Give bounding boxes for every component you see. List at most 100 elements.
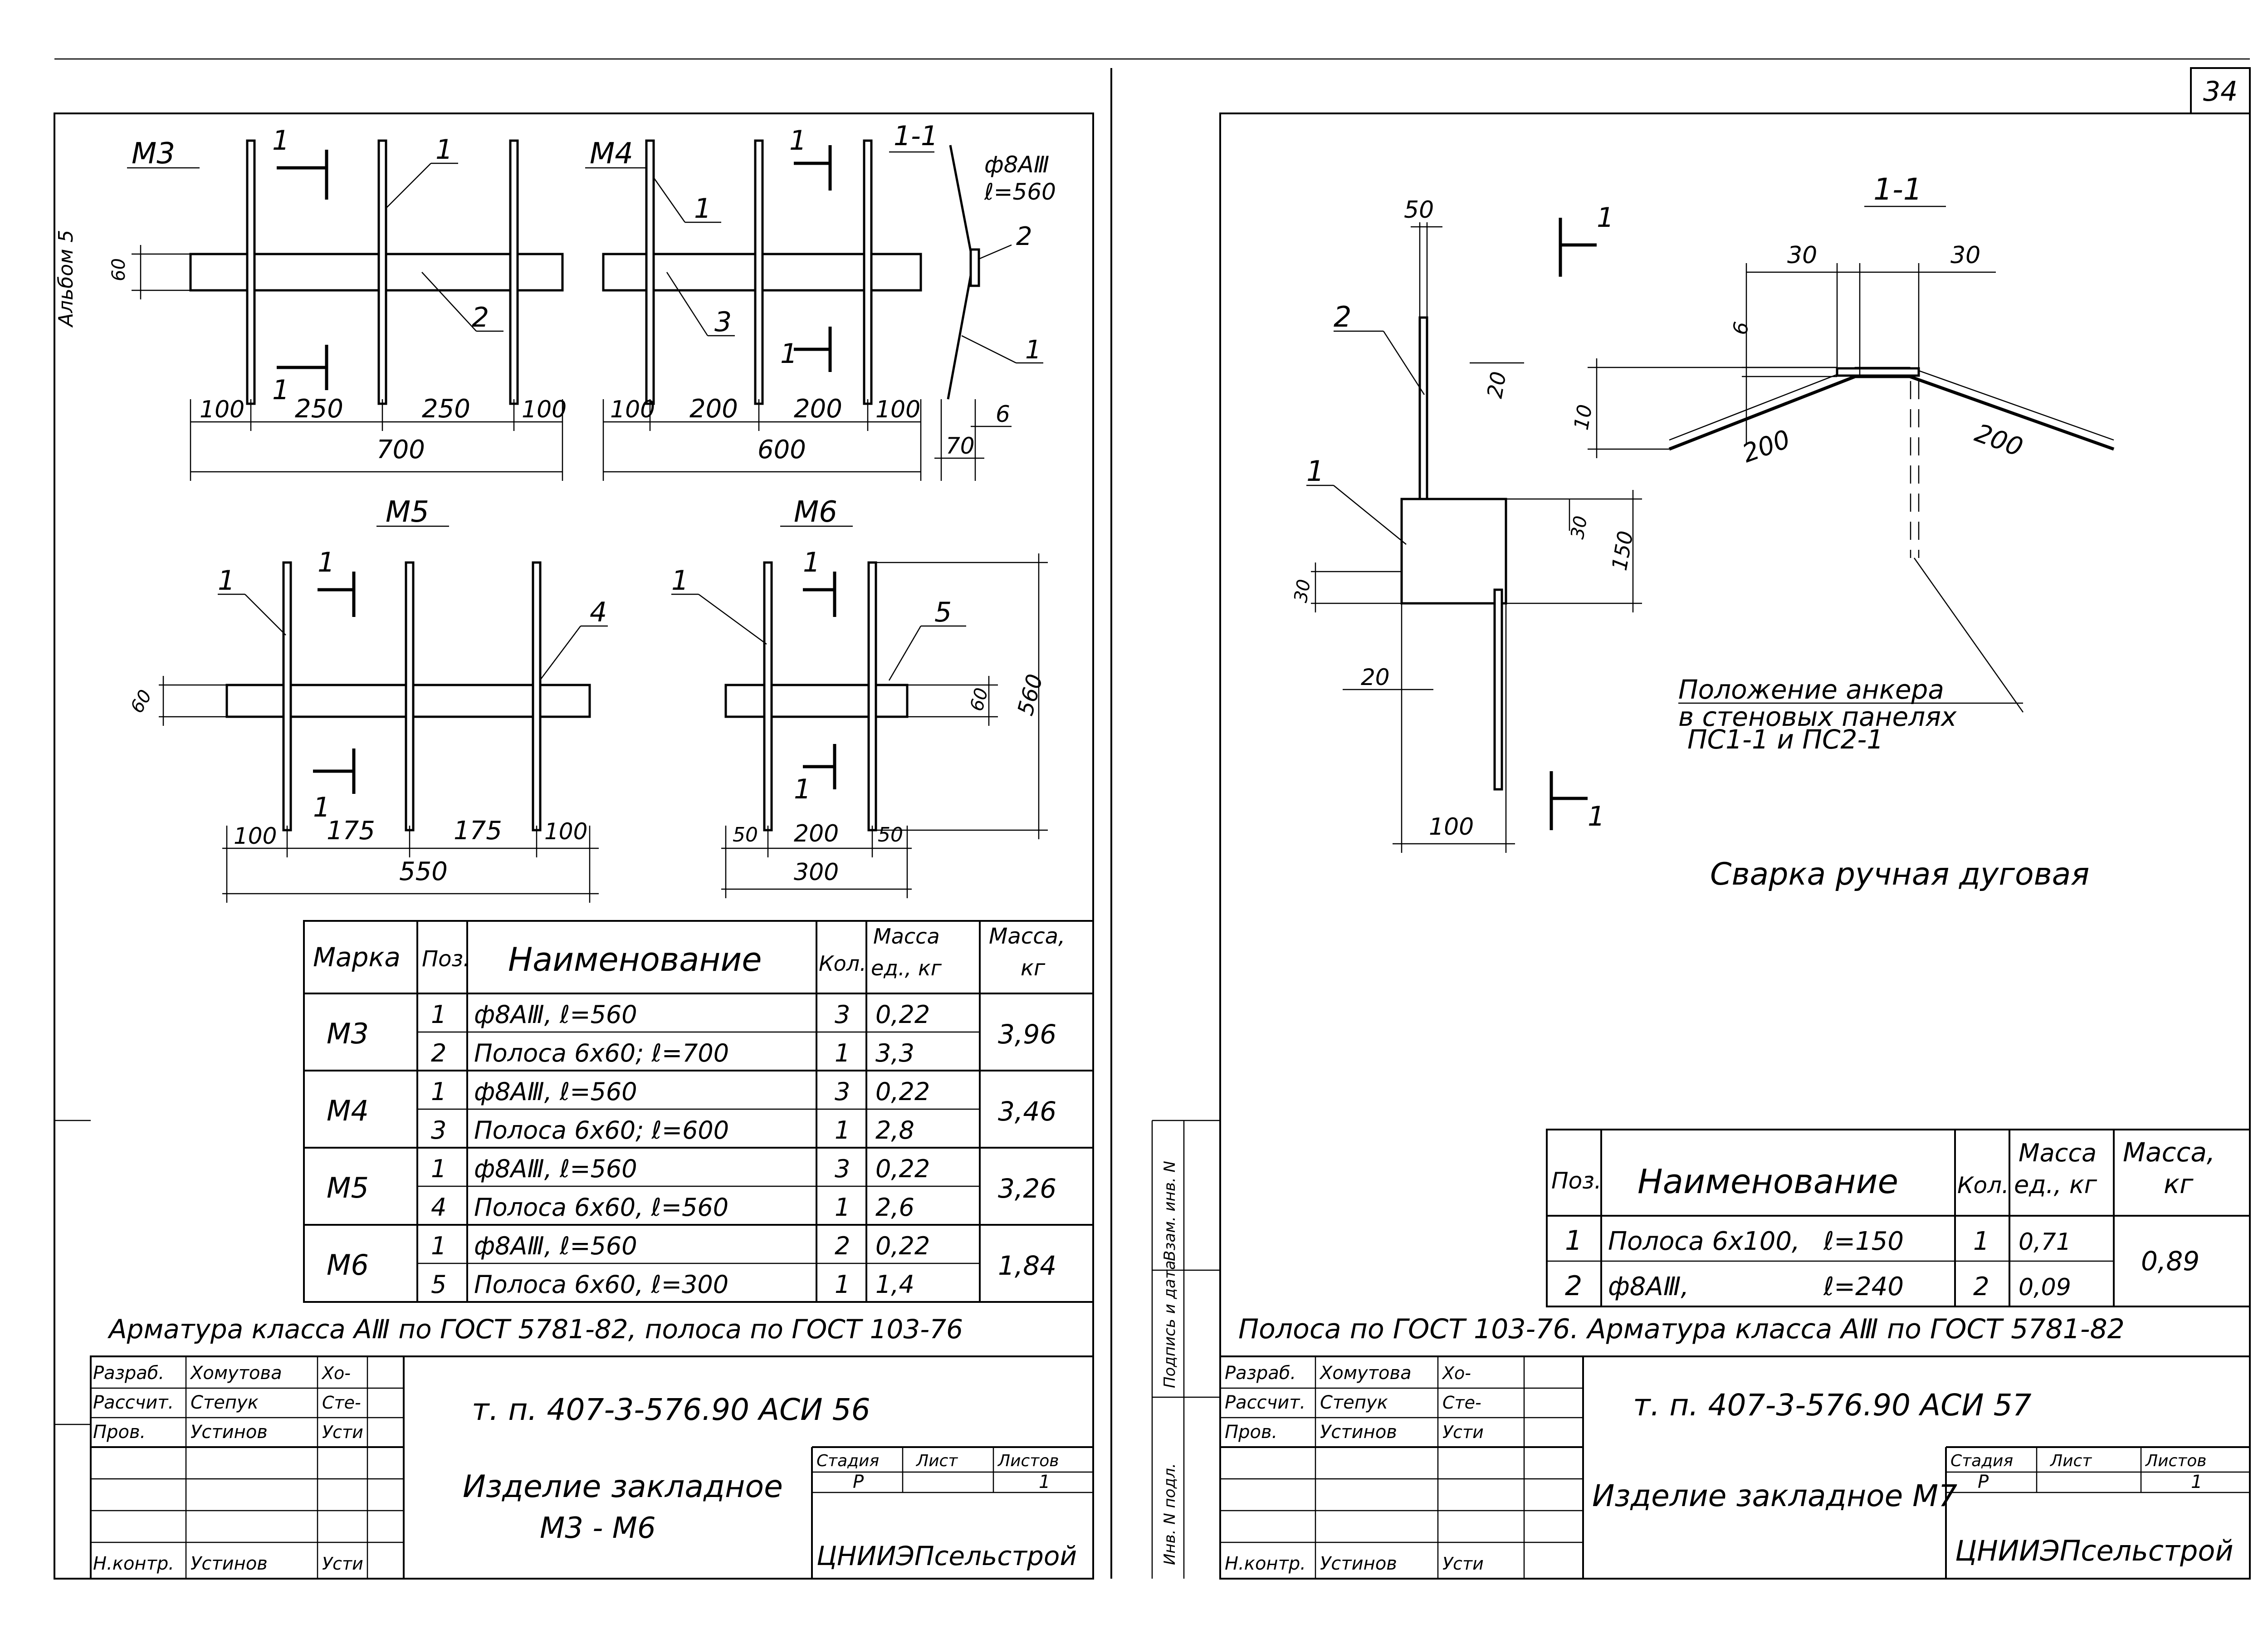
dim-m7-100: 100	[1429, 813, 1474, 841]
anchor-note-1: Положение анкера	[1678, 674, 1944, 705]
section-mark-m7-bottom: 1	[1588, 801, 1605, 832]
right-spec-table: Поз. Наименование Кол. Масса ед., кг Мас…	[1546, 1129, 2251, 1307]
tb-sign: Хо-	[1442, 1363, 1471, 1383]
tb-title-1: Изделие закладное М7	[1592, 1478, 1957, 1513]
spec-mass: 3,26	[998, 1173, 1056, 1204]
tb-code: т. п. 407-3-576.90 АСИ 56	[472, 1392, 870, 1427]
left-note: Арматура класса АⅢ по ГОСТ 5781-82, поло…	[107, 1314, 963, 1345]
spec-qty: 1	[835, 1116, 850, 1145]
spec-unit-mass: 0,22	[875, 1232, 930, 1260]
view-label-1-1-right: 1-1	[1873, 172, 1922, 207]
dim-m7-20-bottom: 20	[1361, 664, 1390, 690]
view-m6: М6 1 1 1 5 60 560 50 200 50 300	[671, 495, 1048, 898]
section-mark-m6-top: 1	[803, 547, 820, 578]
dim-m4-600: 600	[758, 435, 806, 465]
vertical-stamp: Инв. N подл. Подпись и дата Взам. инв. N	[1161, 1161, 1179, 1565]
tb-role: Н.контр.	[93, 1553, 174, 1574]
view-m4: М4 1 1 1 3 100 200 200 100 600	[585, 125, 922, 481]
dim-m3-250b: 250	[422, 394, 470, 424]
sec-left-callout-1: 1	[1025, 335, 1041, 365]
callout-m6-5: 5	[934, 597, 952, 628]
th-qty: Кол.	[1957, 1172, 2009, 1199]
tb-sheet-label: Лист	[915, 1452, 958, 1470]
spec-qty: 3	[835, 1077, 850, 1106]
dim-m7-30-right: 30	[1567, 514, 1592, 541]
dim-m4-200b: 200	[794, 394, 842, 424]
tb-role: Н.контр.	[1225, 1553, 1306, 1574]
left-spec-table: Марка Поз. Наименование Кол. Масса ед., …	[303, 920, 1094, 1303]
spec-mass: 3,46	[998, 1096, 1056, 1127]
spec-unit-mass: 0,09	[2019, 1274, 2071, 1301]
welding-note: Сварка ручная дуговая	[1710, 856, 2089, 892]
dim-m3-100a: 100	[200, 396, 244, 423]
spec-qty: 3	[835, 1155, 850, 1183]
tb-name: Устинов	[191, 1422, 268, 1443]
th-unit-mass-1: Масса	[873, 924, 940, 949]
view-label-m4: М4	[590, 137, 633, 171]
tb-sheets-label: Листов	[997, 1452, 1059, 1470]
spec-qty: 1	[835, 1039, 850, 1067]
tb-name: Устинов	[191, 1553, 268, 1574]
spec-mass: 3,96	[998, 1019, 1056, 1050]
left-title-block: Разраб. Рассчит. Пров. Н.контр. Хомутова…	[90, 1355, 1094, 1580]
dim-m4-100a: 100	[610, 396, 655, 423]
spec-pos: 1	[1565, 1225, 1582, 1257]
tb-stage: Р	[853, 1472, 864, 1492]
section-mark-m4-top: 1	[789, 125, 807, 157]
spec-mark: М4	[327, 1094, 369, 1127]
callout-m3-2: 2	[472, 302, 489, 333]
spec-unit-mass: 0,22	[875, 1155, 930, 1183]
tb-role: Разраб.	[1225, 1363, 1296, 1384]
tb-name: Устинов	[1320, 1422, 1397, 1443]
spec-name: Полоса 6х100,	[1608, 1227, 1800, 1256]
tb-role: Пров.	[93, 1422, 146, 1443]
tb-org: ЦНИИЭПсельстрой	[1955, 1534, 2234, 1567]
spec-pos: 1	[431, 1155, 446, 1183]
tb-stage: Р	[1978, 1472, 1989, 1492]
tb-sign: Сте-	[322, 1393, 361, 1413]
th-qty: Кол.	[819, 951, 866, 976]
spec-unit-mass: 2,6	[875, 1193, 914, 1222]
dim-m5-550: 550	[399, 857, 448, 886]
tb-role: Рассчит.	[1225, 1392, 1305, 1413]
spec-pos: 5	[431, 1270, 446, 1299]
spec-mass: 1,84	[998, 1250, 1056, 1281]
view-label-m6: М6	[794, 495, 837, 529]
spec-pos: 4	[431, 1193, 446, 1222]
th-mass-2: кг	[1021, 955, 1046, 981]
dim-m4-200a: 200	[689, 394, 738, 424]
dim-m5-100a: 100	[234, 823, 277, 849]
album-note: Альбом 5	[54, 230, 78, 328]
tb-code: т. п. 407-3-576.90 АСИ 57	[1633, 1388, 2032, 1423]
anchor-note-3: ПС1-1 и ПС2-1	[1687, 724, 1883, 755]
tb-sign: Усти	[322, 1554, 363, 1574]
callout-m4-1: 1	[694, 193, 711, 225]
view-section-1-1-right: 1-1 30 30 6 10 200 200	[1570, 172, 2115, 713]
spec-name: ф8АⅢ,	[1608, 1272, 1689, 1301]
spec-unit-mass: 3,3	[875, 1039, 914, 1067]
spec-unit-mass: 0,22	[875, 1000, 930, 1029]
dim-m5-100b: 100	[544, 818, 587, 845]
view-label-1-1-left: 1-1	[894, 120, 938, 152]
spec-pos: 3	[431, 1116, 446, 1145]
dim-m5-175b: 175	[454, 816, 502, 846]
tb-sign: Хо-	[321, 1363, 351, 1383]
tb-title-2: М3 - М6	[540, 1512, 656, 1545]
dim-m3-60: 60	[108, 258, 129, 281]
dim-sec-right-30a: 30	[1787, 242, 1817, 269]
sec-left-rebar-note: ф8АⅢ	[984, 152, 1049, 178]
callout-m4-3: 3	[714, 306, 732, 338]
dim-sec-left-70: 70	[946, 433, 975, 459]
spec-qty: 1	[1973, 1227, 1989, 1256]
view-m5: М5 1 1 1 4 60 100 175 175 100 550	[127, 495, 608, 903]
dim-m3-250a: 250	[295, 394, 343, 424]
section-mark-m4-bottom: 1	[780, 338, 797, 370]
tb-name: Степук	[1320, 1392, 1388, 1413]
spec-mass: 0,89	[2141, 1246, 2200, 1277]
th-unit-mass-2: ед., кг	[871, 956, 942, 980]
callout-m3-1: 1	[435, 134, 453, 166]
view-section-1-1-left: 1-1 ф8АⅢ ℓ=560 2 1 70 6	[889, 120, 1056, 481]
spec-name: Полоса 6х60; ℓ=600	[474, 1116, 729, 1145]
tb-org: ЦНИИЭПсельстрой	[816, 1541, 1077, 1571]
